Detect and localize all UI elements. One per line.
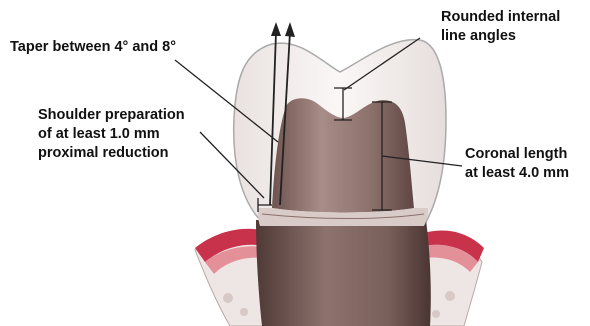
shoulder-label-line-3: proximal reduction (38, 144, 185, 163)
taper-label: Taper between 4° and 8° (10, 38, 176, 57)
shoulder-label: Shoulder preparation of at least 1.0 mm … (38, 106, 185, 163)
shoulder-label-line-2: of at least 1.0 mm (38, 125, 185, 144)
shoulder-label-line-1: Shoulder preparation (38, 106, 185, 125)
coronal-length-label: Coronal length at least 4.0 mm (465, 145, 569, 183)
rounded-label-line-1: Rounded internal (441, 8, 560, 27)
rounded-angles-label: Rounded internal line angles (441, 8, 560, 46)
tooth-root (256, 220, 431, 326)
coronal-label-line-1: Coronal length (465, 145, 569, 164)
rounded-label-line-2: line angles (441, 27, 560, 46)
taper-label-line-1: Taper between 4° and 8° (10, 38, 176, 57)
coronal-label-line-2: at least 4.0 mm (465, 164, 569, 183)
